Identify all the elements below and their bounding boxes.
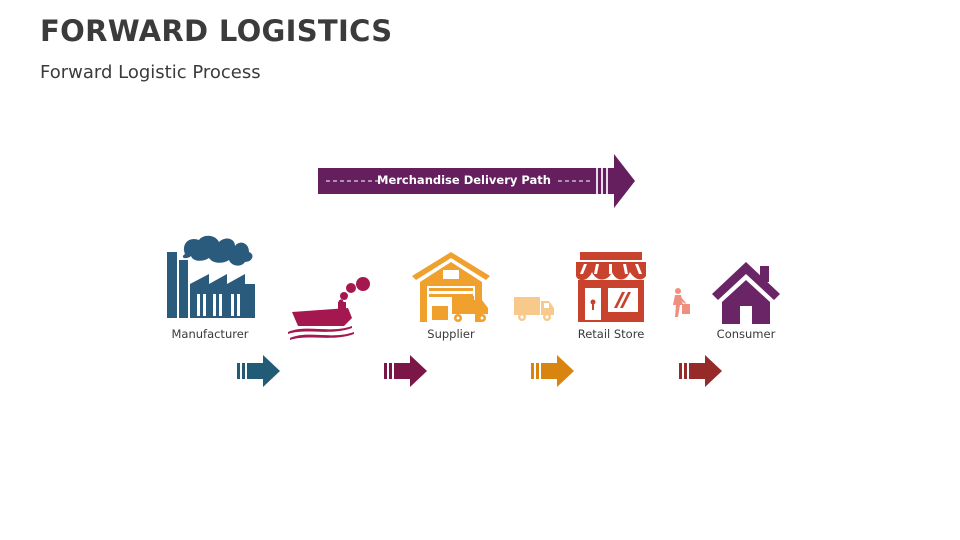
flow-arrow-3 [531,355,574,387]
flow-arrow-2 [384,355,427,387]
slide-title: FORWARD LOGISTICS [40,14,393,48]
delivery-path-arrow [318,154,635,208]
factory-icon [167,235,255,318]
stage-label-consumer: Consumer [716,327,776,341]
house-icon [712,262,780,324]
stage-label-retail-store: Retail Store [577,327,645,341]
storefront-icon [576,252,646,322]
flow-arrow-4 [679,355,722,387]
stage-label-supplier: Supplier [427,327,475,341]
slide-subtitle: Forward Logistic Process [40,62,261,83]
delivery-path-label: Merchandise Delivery Path [377,173,551,187]
delivery-truck-icon [514,297,554,321]
warehouse-icon [412,252,490,322]
ship-icon [288,277,370,340]
flow-arrow-1 [237,355,280,387]
shopper-icon [673,288,690,317]
stage-label-manufacturer: Manufacturer [171,327,249,341]
